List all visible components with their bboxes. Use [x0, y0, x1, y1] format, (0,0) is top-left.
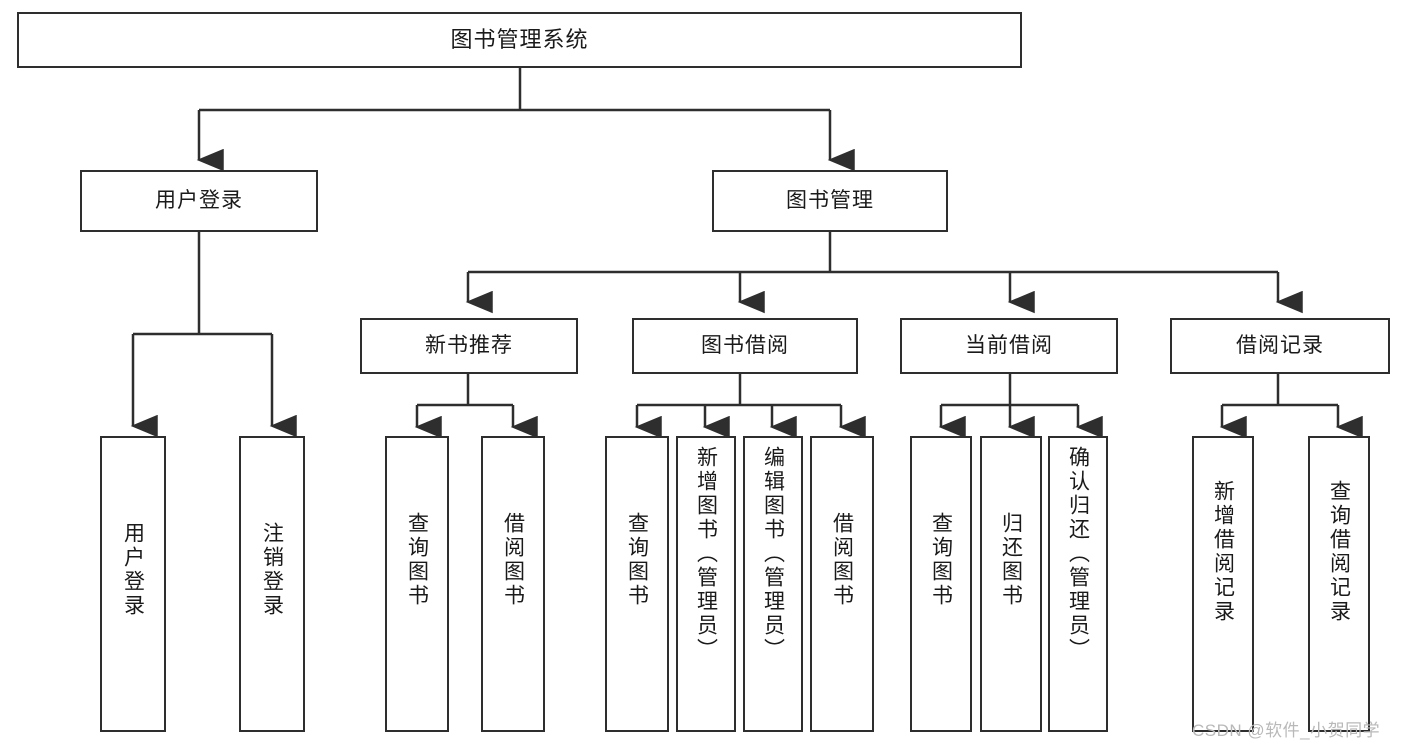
node-root-system[interactable]: 图书管理系统	[17, 12, 1022, 68]
node-label: 图书管理	[786, 188, 874, 212]
node-new-book-recommend[interactable]: 新书推荐	[360, 318, 578, 374]
node-label: 借阅图书	[830, 512, 854, 608]
node-label: 用户登录	[121, 522, 145, 618]
node-label: 查询图书	[405, 512, 429, 608]
leaf-add-record[interactable]: 新增借阅记录	[1192, 436, 1254, 732]
node-label: 当前借阅	[965, 333, 1053, 357]
node-label: 注销登录	[260, 522, 284, 618]
leaf-query-record[interactable]: 查询借阅记录	[1308, 436, 1370, 732]
node-label: 编辑图书（管理员）	[761, 446, 785, 662]
leaf-add-book[interactable]: 新增图书（管理员）	[676, 436, 736, 732]
leaf-confirm-return[interactable]: 确认归还（管理员）	[1048, 436, 1108, 732]
node-label: 查询借阅记录	[1327, 480, 1351, 624]
node-label: 确认归还（管理员）	[1066, 446, 1090, 662]
node-label: 新增图书（管理员）	[694, 446, 718, 662]
node-label: 查询图书	[929, 512, 953, 608]
node-book-borrow[interactable]: 图书借阅	[632, 318, 858, 374]
leaf-query-book-3[interactable]: 查询图书	[910, 436, 972, 732]
node-label: 用户登录	[155, 188, 243, 212]
leaf-edit-book[interactable]: 编辑图书（管理员）	[743, 436, 803, 732]
leaf-borrow-book-1[interactable]: 借阅图书	[481, 436, 545, 732]
node-label: 新增借阅记录	[1211, 480, 1235, 624]
leaf-query-book-2[interactable]: 查询图书	[605, 436, 669, 732]
leaf-return-book[interactable]: 归还图书	[980, 436, 1042, 732]
node-book-management[interactable]: 图书管理	[712, 170, 948, 232]
node-label: 归还图书	[999, 512, 1023, 608]
node-label: 借阅图书	[501, 512, 525, 608]
leaf-user-logout[interactable]: 注销登录	[239, 436, 305, 732]
node-current-borrow[interactable]: 当前借阅	[900, 318, 1118, 374]
node-label: 图书借阅	[701, 333, 789, 357]
leaf-user-login[interactable]: 用户登录	[100, 436, 166, 732]
leaf-borrow-book-2[interactable]: 借阅图书	[810, 436, 874, 732]
csdn-watermark: CSDN @软件_小贺同学	[1192, 721, 1381, 740]
node-label: 借阅记录	[1236, 333, 1324, 357]
node-borrow-record[interactable]: 借阅记录	[1170, 318, 1390, 374]
leaf-query-book-1[interactable]: 查询图书	[385, 436, 449, 732]
node-label: 新书推荐	[425, 333, 513, 357]
node-label: 图书管理系统	[450, 26, 589, 52]
node-user-login[interactable]: 用户登录	[80, 170, 318, 232]
node-label: 查询图书	[625, 512, 649, 608]
